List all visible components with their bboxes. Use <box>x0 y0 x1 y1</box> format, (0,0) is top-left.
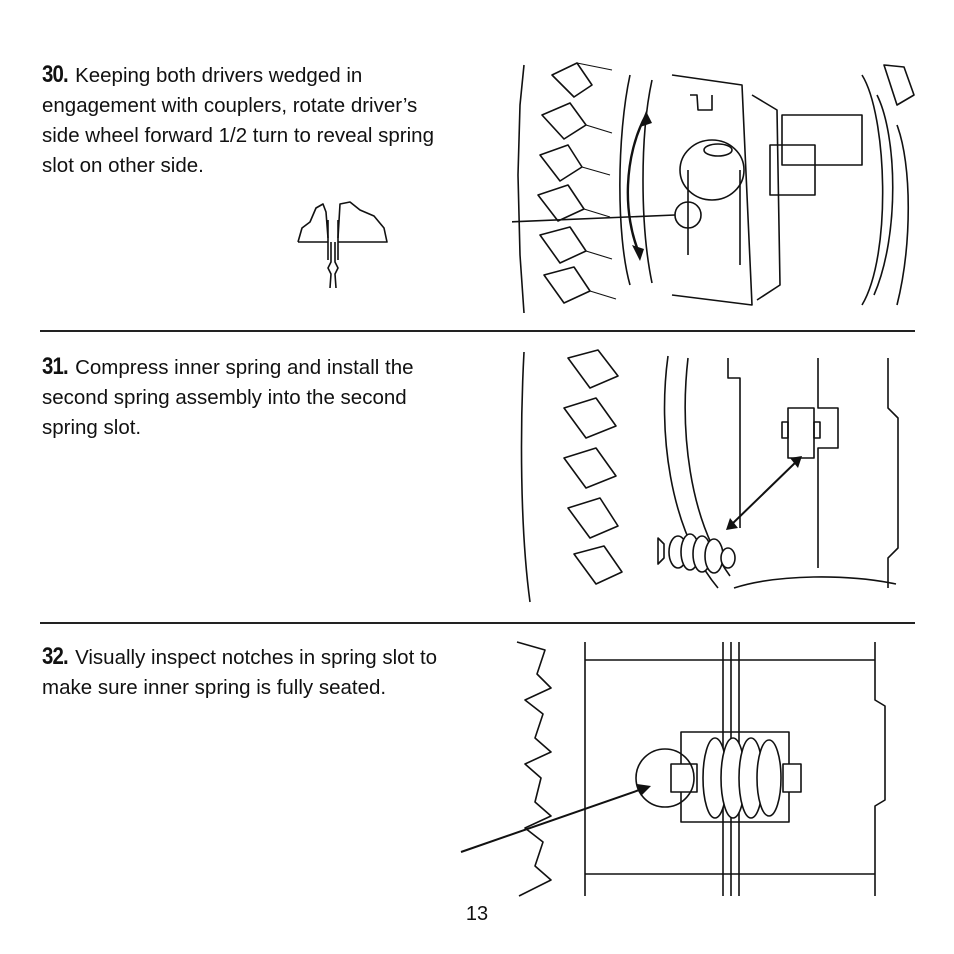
coil-spring-icon <box>657 533 736 574</box>
page-number: 13 <box>465 903 489 925</box>
step-number: 30. <box>42 61 69 88</box>
ring-gear-teeth-icon <box>517 62 617 314</box>
spring-slot-detail-icon <box>297 201 388 289</box>
differential-rotation-illustration <box>512 62 915 314</box>
step-text: Compress inner spring and install the se… <box>42 356 414 439</box>
section-divider <box>40 330 915 332</box>
step-number: 32. <box>42 643 69 670</box>
step-number: 31. <box>42 353 69 380</box>
coil-spring-icon <box>670 737 802 819</box>
section-divider <box>40 622 915 624</box>
step-31-instructions: 31. Compress inner spring and install th… <box>42 352 442 443</box>
step-30-instructions: 30. Keeping both drivers wedged in engag… <box>42 60 442 181</box>
spring-seat-inspection-illustration <box>460 641 886 897</box>
step-text: Visually inspect notches in spring slot … <box>42 646 438 699</box>
step-32-instructions: 32. Visually inspect notches in spring s… <box>42 642 442 703</box>
ring-gear-teeth-icon <box>516 641 552 897</box>
spring-install-illustration <box>520 349 899 603</box>
ring-gear-teeth-icon <box>563 349 623 585</box>
step-text: Keeping both drivers wedged in engagemen… <box>42 64 434 177</box>
